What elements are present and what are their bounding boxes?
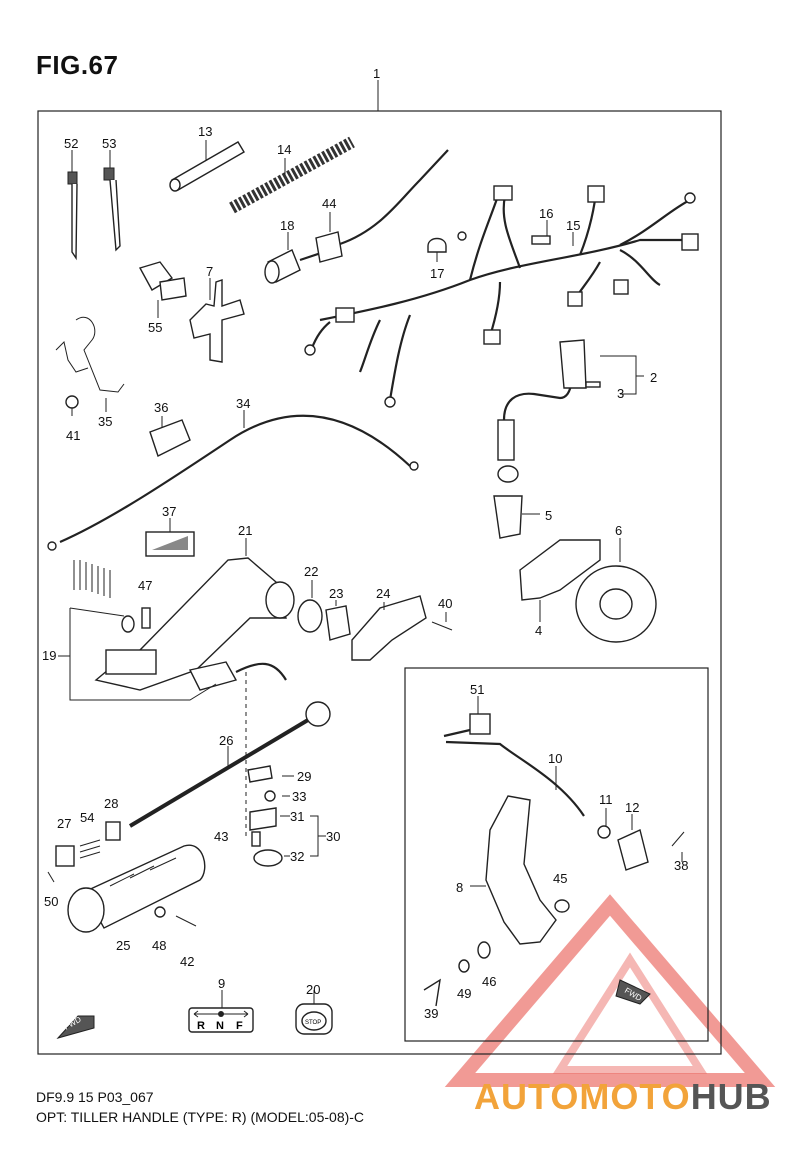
callout-34: 34 xyxy=(236,396,250,411)
wiring-harness-part xyxy=(304,185,699,408)
callout-29: 29 xyxy=(297,769,311,784)
callout-31: 31 xyxy=(290,809,304,824)
callout-10: 10 xyxy=(548,751,562,766)
wire-bracket-part xyxy=(55,317,125,416)
callout-26: 26 xyxy=(219,733,233,748)
fwd-arrow-right xyxy=(615,979,651,1005)
callout-33: 33 xyxy=(292,789,306,804)
tiller-handle-part xyxy=(94,538,295,691)
callout-35: 35 xyxy=(98,414,112,429)
callout-48: 48 xyxy=(152,938,166,953)
callout-23: 23 xyxy=(329,586,343,601)
callout-4: 4 xyxy=(535,623,542,638)
cable-tie-part xyxy=(67,150,121,261)
brand-part-1: AUTO xyxy=(474,1076,580,1117)
callout-52: 52 xyxy=(64,136,78,151)
callout-16: 16 xyxy=(539,206,553,221)
callout-5: 5 xyxy=(545,508,552,523)
shift-plate-f: F xyxy=(236,1020,243,1032)
footer-code: DF9.9 15 P03_067 xyxy=(36,1089,154,1105)
watermark-logo-triangle xyxy=(444,894,776,1087)
callout-3: 3 xyxy=(617,386,624,401)
callout-41: 41 xyxy=(66,428,80,443)
callout-2: 2 xyxy=(650,370,657,385)
callout-27: 27 xyxy=(57,816,71,831)
callout-15: 15 xyxy=(566,218,580,233)
callout-21: 21 xyxy=(238,523,252,538)
tube-part xyxy=(169,140,245,192)
callout-51: 51 xyxy=(470,682,484,697)
callout-53: 53 xyxy=(102,136,116,151)
callout-54: 54 xyxy=(80,810,94,825)
friction-parts xyxy=(297,580,453,661)
outer-frame xyxy=(37,110,722,1055)
callout-8: 8 xyxy=(456,880,463,895)
callout-55: 55 xyxy=(148,320,162,335)
callout-12: 12 xyxy=(625,800,639,815)
callout-40: 40 xyxy=(438,596,452,611)
callout-22: 22 xyxy=(304,564,318,579)
callout-labels: 1 2 3 4 5 6 7 8 9 10 11 12 13 14 15 16 1… xyxy=(42,66,688,1021)
brand-part-3: HUB xyxy=(690,1076,772,1117)
callout-25: 25 xyxy=(116,938,130,953)
shift-plate-r: R xyxy=(197,1020,205,1032)
fwd-arrow-left xyxy=(56,1015,95,1039)
watermark-brand: AUTOMOTOHUB xyxy=(474,1076,772,1118)
callout-28: 28 xyxy=(104,796,118,811)
callout-47: 47 xyxy=(138,578,152,593)
spring-clip-part xyxy=(58,560,217,701)
grommet-part xyxy=(149,416,191,457)
brand-part-2: MOTO xyxy=(579,1076,691,1117)
callout-13: 13 xyxy=(198,124,212,139)
bracket-part xyxy=(189,278,245,363)
callout-32: 32 xyxy=(290,849,304,864)
callout-17: 17 xyxy=(430,266,444,281)
clip-part xyxy=(427,220,551,262)
callout-43: 43 xyxy=(214,829,228,844)
figure-title: FIG.67 xyxy=(36,50,119,80)
callout-38: 38 xyxy=(674,858,688,873)
grip-small-parts xyxy=(47,821,121,883)
option-parts xyxy=(423,696,685,1007)
footer-description: OPT: TILLER HANDLE (TYPE: R) (MODEL:05-0… xyxy=(36,1109,365,1125)
stop-plate-label: STOP xyxy=(305,1020,321,1026)
callout-44: 44 xyxy=(322,196,336,211)
callout-30: 30 xyxy=(326,829,340,844)
callout-37: 37 xyxy=(162,504,176,519)
callout-20: 20 xyxy=(306,982,320,997)
throttle-shaft-part xyxy=(128,672,331,867)
callout-19: 19 xyxy=(42,648,56,663)
grip-part xyxy=(67,844,206,933)
callout-39: 39 xyxy=(424,1006,438,1021)
shift-plate-n: N xyxy=(216,1020,224,1032)
callout-46: 46 xyxy=(482,974,496,989)
spiral-wrap-part xyxy=(229,136,355,214)
shift-lever-part xyxy=(493,339,657,643)
callout-1: 1 xyxy=(373,66,380,81)
label-plate-part xyxy=(145,518,195,557)
callout-24: 24 xyxy=(376,586,390,601)
callout-36: 36 xyxy=(154,400,168,415)
stop-plate xyxy=(295,1003,333,1035)
callout-6: 6 xyxy=(615,523,622,538)
callout-18: 18 xyxy=(280,218,294,233)
callout-50: 50 xyxy=(44,894,58,909)
throttle-cable-part xyxy=(47,410,419,551)
bolt-part xyxy=(138,261,187,318)
callout-49: 49 xyxy=(457,986,471,1001)
callout-9: 9 xyxy=(218,976,225,991)
callout-7: 7 xyxy=(206,264,213,279)
callout-42: 42 xyxy=(180,954,194,969)
inner-option-frame xyxy=(404,667,709,1042)
callout-45: 45 xyxy=(553,871,567,886)
callout-11: 11 xyxy=(599,792,613,807)
stop-switch-part xyxy=(264,149,449,284)
callout-14: 14 xyxy=(277,142,291,157)
